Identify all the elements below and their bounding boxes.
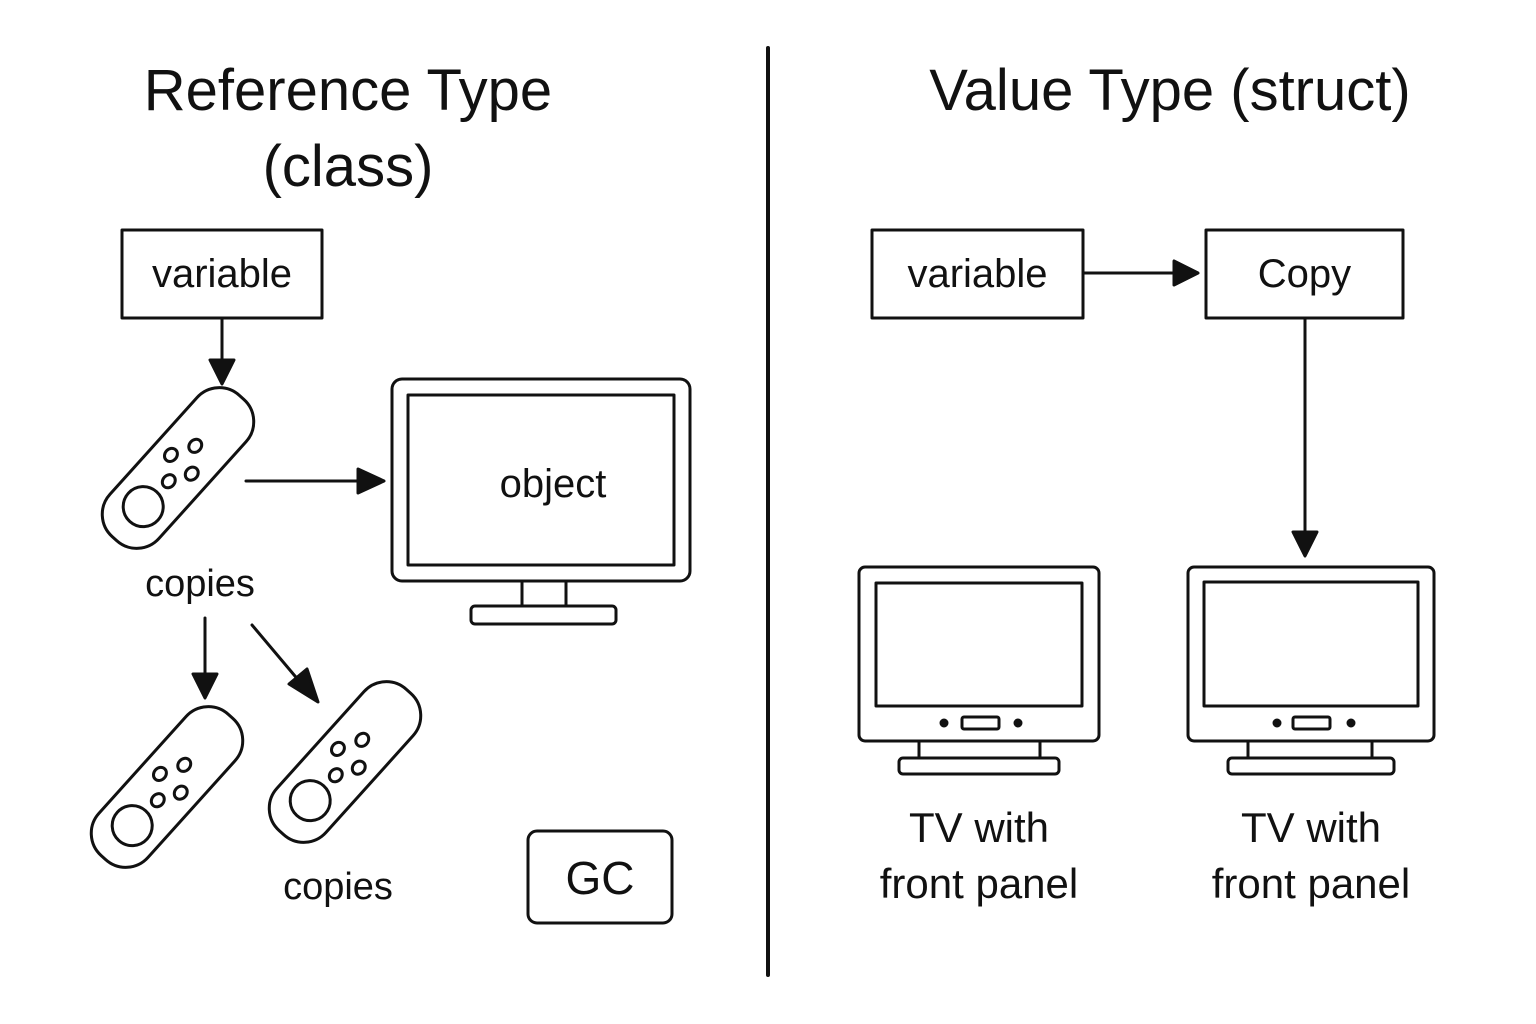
gc-box	[526, 829, 674, 925]
reference-title-line1: Reference Type	[143, 58, 553, 123]
tv-left-caption-line2: front panel	[879, 860, 1079, 907]
value-title: Value Type (struct)	[929, 58, 1411, 123]
copies-label-lower: copies	[283, 866, 393, 908]
reference-title-line2: (class)	[262, 134, 434, 199]
arrow-remote-to-object	[244, 467, 386, 495]
remote-control-icon	[267, 680, 423, 844]
arrow-copy-to-tv	[1291, 316, 1319, 558]
gc-label: GC	[565, 852, 635, 904]
monitor-icon	[390, 377, 692, 626]
copies-label-upper: copies	[145, 563, 255, 605]
ref-variable-label: variable	[151, 252, 293, 296]
arrow-variable-to-remote	[208, 316, 236, 386]
remote-control-icon	[89, 705, 245, 869]
copy-label: Copy	[1257, 252, 1352, 296]
arrow-variable-to-copy	[1081, 259, 1200, 287]
remote-control-icon	[100, 386, 256, 550]
tv-right-caption-line2: front panel	[1211, 860, 1411, 907]
arrow-copies-down	[191, 616, 219, 700]
arrow-copies-diagonal	[250, 623, 320, 704]
tv-right-caption-line1: TV with	[1240, 804, 1382, 851]
value-variable-label: variable	[907, 252, 1048, 296]
object-label: object	[499, 462, 607, 506]
tv-icon	[857, 565, 1101, 776]
tv-left-caption-line1: TV with	[908, 804, 1050, 851]
tv-icon	[1186, 565, 1436, 776]
